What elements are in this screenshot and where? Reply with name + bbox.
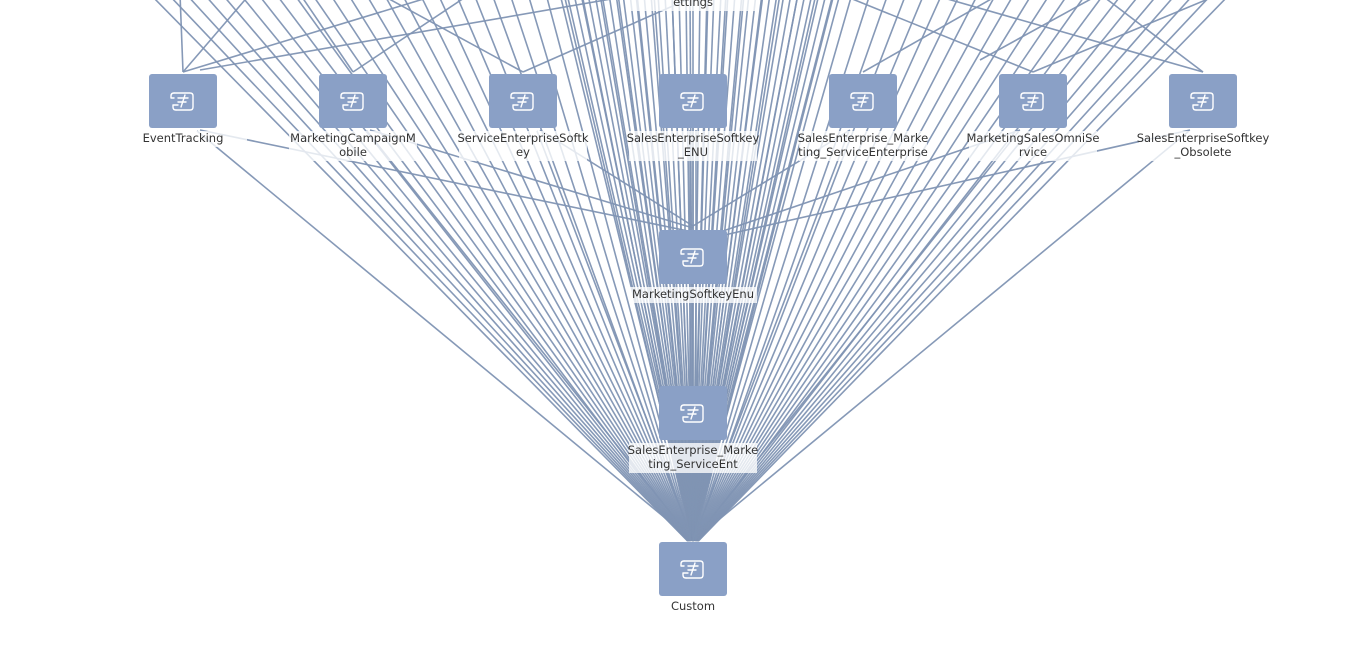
dependency-edge (369, 129, 694, 229)
dependency-edge (199, 129, 694, 233)
dependency-edge (226, 0, 689, 542)
dependency-edge (697, 0, 1154, 542)
node-label: MarketingSoftkeyEnu (632, 287, 754, 301)
node-label-background (629, 443, 757, 473)
node-label-background (629, 131, 757, 161)
package-node-top-partial[interactable]: ettings (629, 0, 757, 11)
dependency-edge (389, 0, 524, 73)
dependency-edge (697, 0, 1208, 542)
node-label-background (629, 0, 757, 11)
dependency-edge (196, 130, 694, 542)
node-label-background (629, 287, 757, 303)
package-scroll-icon (680, 248, 704, 267)
node-label-background (1139, 131, 1267, 161)
package-scroll-icon (1020, 92, 1044, 111)
node-label: MarketingSalesOmniSe (966, 131, 1099, 145)
package-node-sales-enterprise-softkey-obsolete[interactable]: SalesEnterpriseSoftkey_Obsolete (1137, 74, 1270, 161)
node-label: Custom (671, 599, 715, 613)
node-label: SalesEnterpriseSoftkey (627, 131, 760, 145)
dependency-edge (862, 0, 992, 73)
package-scroll-icon (170, 92, 194, 111)
node-label: ettings (673, 0, 713, 9)
package-node-sales-enterprise-softkey-enu[interactable]: SalesEnterpriseSoftkey_ENU (627, 74, 760, 161)
dependency-edge (1032, 0, 1208, 73)
package-node-custom[interactable]: Custom (629, 542, 757, 615)
package-node-event-tracking[interactable]: EventTracking (119, 74, 247, 147)
node-label: rvice (1019, 145, 1047, 159)
dependency-edge (208, 0, 689, 542)
node-label-background (629, 599, 757, 615)
node-label: EventTracking (143, 131, 224, 145)
dependency-edge (719, 129, 1191, 237)
dependency-edge (243, 0, 690, 542)
package-scroll-icon (1190, 92, 1214, 111)
dependency-edge (154, 0, 689, 542)
dependency-edge (179, 0, 184, 73)
package-node-sales-enterprise-marketing-serviceenterprise[interactable]: SalesEnterprise_Marketing_ServiceEnterpr… (798, 74, 929, 161)
node-label-background (799, 131, 927, 161)
node-label: SalesEnterprise_Marke (798, 131, 929, 145)
dependency-edge (692, 130, 1190, 542)
dependency-edge (199, 0, 610, 71)
package-node-marketing-softkey-enu[interactable]: MarketingSoftkeyEnu (629, 230, 757, 303)
dependency-edge (979, 0, 1091, 61)
package-node-sales-enterprise-marketing-serviceent[interactable]: SalesEnterprise_Marketing_ServiceEnt (628, 386, 759, 473)
dependency-edge (303, 0, 354, 73)
node-label-background (289, 131, 417, 161)
dependency-edge (190, 0, 689, 542)
dependency-edge (352, 0, 463, 73)
node-label-background (459, 131, 587, 161)
dependency-edge (172, 0, 689, 542)
package-scroll-icon (510, 92, 534, 111)
package-scroll-icon (850, 92, 874, 111)
node-label: _ENU (677, 145, 708, 159)
dependency-edge (697, 0, 1190, 542)
package-scroll-icon (680, 560, 704, 579)
node-label: MarketingCampaignM (290, 131, 416, 145)
node-label: ServiceEnterpriseSoftk (457, 131, 588, 145)
dependency-edge (697, 0, 1226, 542)
node-label: ting_ServiceEnt (648, 457, 738, 471)
dependency-edge (852, 0, 1034, 73)
dependency-edge (948, 0, 1204, 73)
dependency-edge (697, 0, 1172, 542)
package-scroll-icon (340, 92, 364, 111)
node-label: SalesEnterpriseSoftkey (1137, 131, 1270, 145)
node-label-background (119, 131, 247, 147)
node-label-background (969, 131, 1097, 161)
package-scroll-icon (680, 92, 704, 111)
node-label: obile (339, 145, 367, 159)
node-label: ey (516, 145, 530, 159)
package-scroll-icon (680, 404, 704, 423)
dependency-edge (1106, 0, 1204, 73)
node-label: _Obsolete (1174, 145, 1232, 159)
node-label: ting_ServiceEnterprise (798, 145, 928, 159)
node-label: SalesEnterprise_Marke (628, 443, 759, 457)
dependency-edge (182, 0, 246, 73)
dependency-edge (182, 0, 423, 73)
